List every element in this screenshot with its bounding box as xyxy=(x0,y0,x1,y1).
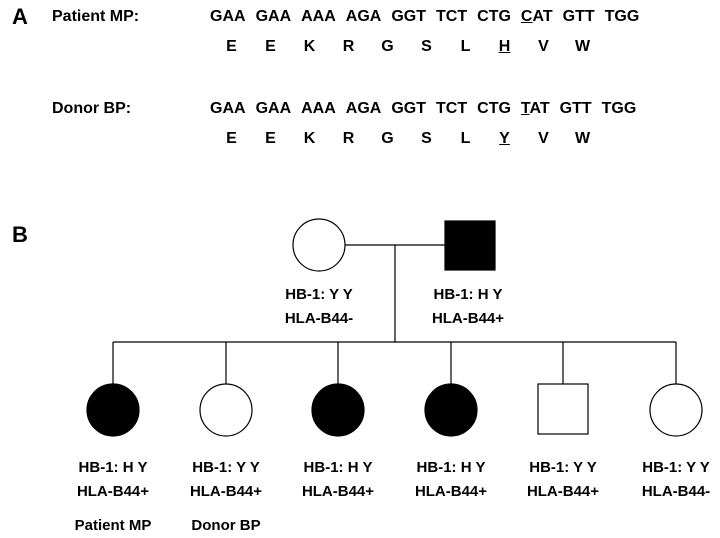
codon: GAA xyxy=(210,100,246,117)
codon: GAA xyxy=(255,100,292,117)
child-hla-label: HLA-B44+ xyxy=(190,483,262,500)
panel-b-label: B xyxy=(12,222,28,247)
child-symbol xyxy=(199,383,253,437)
codon: GAA xyxy=(255,8,292,25)
amino-acid: R xyxy=(342,38,355,55)
amino-acid: E xyxy=(265,38,276,55)
child-note-label: Patient MP xyxy=(75,517,152,534)
panel-a-label: A xyxy=(12,4,28,29)
codon: GGT xyxy=(391,8,427,25)
amino-acid: G xyxy=(381,130,394,147)
child-hla-label: HLA-B44+ xyxy=(527,483,599,500)
codon: TGG xyxy=(604,8,640,25)
codon: TGG xyxy=(601,100,637,117)
father-hb1-label: HB-1: H Y xyxy=(434,286,503,303)
child-hb1-label: HB-1: H Y xyxy=(304,459,373,476)
mother-hla-label: HLA-B44- xyxy=(285,310,353,327)
codon: GTT xyxy=(559,100,592,117)
mother-hb1-label: HB-1: Y Y xyxy=(285,286,353,303)
father-hla-label: HLA-B44+ xyxy=(432,310,504,327)
amino-acid: S xyxy=(421,130,432,147)
codon: AGA xyxy=(345,8,382,25)
child-hla-label: HLA-B44+ xyxy=(415,483,487,500)
amino-acid: V xyxy=(538,130,549,147)
codon: CTG xyxy=(477,100,511,117)
child-hb1-label: HB-1: Y Y xyxy=(642,459,710,476)
codon: TCT xyxy=(436,8,468,25)
child-hb1-label: HB-1: Y Y xyxy=(192,459,260,476)
amino-acid: Y xyxy=(499,130,510,147)
donor-row-label: Donor BP: xyxy=(52,100,132,117)
amino-acid: R xyxy=(342,130,355,147)
child-hb1-label: HB-1: H Y xyxy=(79,459,148,476)
codon: AAA xyxy=(301,100,336,117)
children-group: HB-1: H Y HLA-B44+ Patient MP HB-1: Y Y HLA-… xyxy=(75,342,710,534)
father-symbol xyxy=(444,220,496,271)
codon: AGA xyxy=(345,100,382,117)
child-hb1-label: HB-1: Y Y xyxy=(529,459,597,476)
amino-acid: E xyxy=(226,130,237,147)
amino-acid: V xyxy=(538,38,549,55)
codon: AAA xyxy=(301,8,336,25)
amino-acid: K xyxy=(303,130,316,147)
amino-acid: L xyxy=(460,130,471,147)
patient-row-label: Patient MP: xyxy=(52,8,140,25)
codon: GGT xyxy=(391,100,427,117)
amino-acid: H xyxy=(498,38,511,55)
donor-codon-sequence: GAA GAA AAA AGA GGT TCT CTG TAT GTT TGG xyxy=(210,100,636,118)
amino-acid: E xyxy=(226,38,237,55)
amino-acid: W xyxy=(574,130,591,147)
codon: TCT xyxy=(436,100,468,117)
child-hla-label: HLA-B44+ xyxy=(77,483,149,500)
child-symbol xyxy=(537,383,589,435)
amino-acid: G xyxy=(381,38,394,55)
child-hla-label: HLA-B44+ xyxy=(302,483,374,500)
codon: CAT xyxy=(520,8,553,25)
codon: TAT xyxy=(520,100,550,117)
amino-acid: L xyxy=(460,38,471,55)
amino-acid: S xyxy=(421,38,432,55)
child-symbol xyxy=(311,383,365,437)
mother-symbol xyxy=(292,218,346,272)
child-hb1-label: HB-1: H Y xyxy=(417,459,486,476)
amino-acid: K xyxy=(303,38,316,55)
codon: GAA xyxy=(210,8,246,25)
amino-acid: W xyxy=(574,38,591,55)
codon: CTG xyxy=(477,8,511,25)
child-note-label: Donor BP xyxy=(191,517,260,534)
patient-codon-sequence: GAA GAA AAA AGA GGT TCT CTG CAT GTT TGG xyxy=(210,8,639,26)
child-symbol xyxy=(424,383,478,437)
codon: GTT xyxy=(562,8,595,25)
amino-acid: E xyxy=(265,130,276,147)
child-symbol xyxy=(649,383,703,437)
child-symbol xyxy=(86,383,140,437)
child-hla-label: HLA-B44- xyxy=(642,483,710,500)
